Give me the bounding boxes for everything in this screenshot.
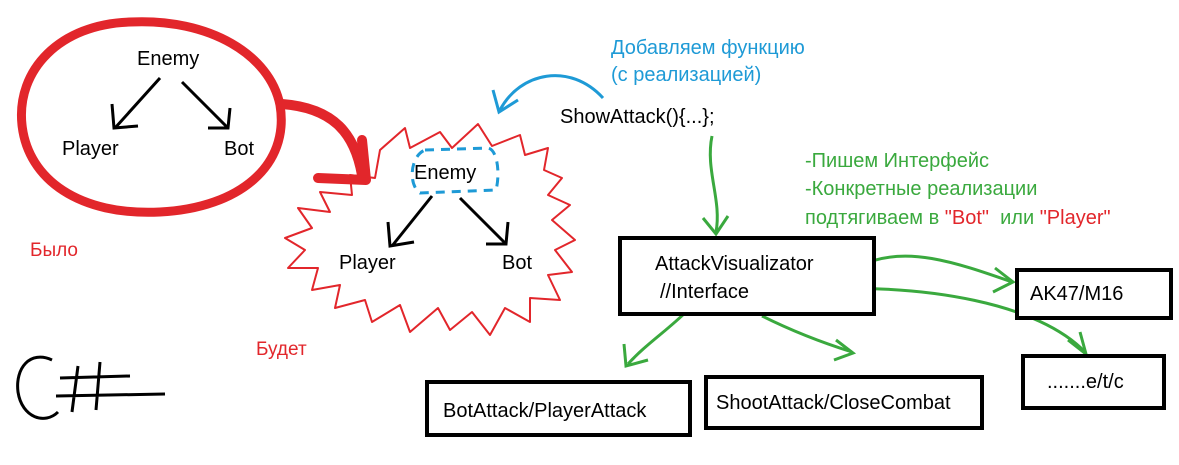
mid-arrow-to-player	[390, 195, 434, 247]
blue-curved-arrow	[498, 74, 605, 111]
blue-annotation-line2: (с реализацией)	[611, 64, 762, 86]
red-splat	[284, 123, 576, 336]
green-arrow-to-shoot	[761, 314, 853, 354]
weapons-label: AK47/M16	[1030, 283, 1124, 305]
caption-was: Было	[30, 240, 78, 261]
mid-enemy-label: Enemy	[414, 162, 477, 184]
csharp-logo-c	[16, 355, 60, 420]
mid-bot-label: Bot	[502, 252, 533, 274]
left-red-circle	[16, 17, 286, 217]
etc-label: .......e/t/c	[1047, 371, 1124, 393]
left-arrowhead-bot	[208, 107, 232, 130]
left-arrow-to-player	[113, 76, 162, 130]
interface-title: AttackVisualizator	[655, 253, 814, 275]
caption-will-be: Будет	[256, 339, 307, 360]
red-transition-arrowhead	[313, 135, 371, 185]
etc-box: .......e/t/c	[1021, 354, 1166, 410]
green-annotation-line2: -Конкретные реализации	[805, 178, 1038, 200]
left-arrowhead-player	[110, 103, 139, 130]
mid-arrow-to-bot	[458, 196, 508, 246]
left-arrow-to-bot	[180, 80, 230, 130]
blue-arrowhead	[491, 89, 519, 115]
green-arrow-to-weapons	[861, 254, 1013, 284]
interface-subtitle: //Interface	[660, 281, 749, 303]
blue-dashed-outline	[410, 146, 500, 195]
csharp-logo-hash	[55, 361, 166, 413]
mid-arrowhead-bot	[486, 221, 510, 246]
green-arrowhead-shoot	[833, 338, 857, 362]
bot-player-attack-label: BotAttack/PlayerAttack	[443, 400, 647, 422]
green-arrow-method-interface	[708, 135, 719, 233]
weapons-box: AK47/M16	[1015, 268, 1173, 320]
green-arrow-to-botattack	[626, 308, 690, 366]
green-annotation-line1: -Пишем Интерфейс	[805, 150, 990, 172]
green-arrowhead-weapons	[992, 266, 1016, 294]
green-annotation-prefix: подтягиваем в	[805, 207, 945, 229]
bot-player-attack-box: BotAttack/PlayerAttack	[425, 380, 692, 437]
interface-box: AttackVisualizator //Interface	[618, 236, 876, 316]
shoot-close-box: ShootAttack/CloseCombat	[704, 375, 984, 430]
green-arrowhead-method-interface	[701, 215, 730, 237]
left-enemy-label: Enemy	[137, 48, 200, 70]
mid-arrowhead-player	[386, 221, 415, 248]
green-annotation-bot: "Bot"	[944, 207, 989, 229]
green-annotation-mid: или	[989, 207, 1040, 229]
method-signature: ShowAttack(){...};	[560, 106, 715, 128]
blue-annotation-line1: Добавляем функцию	[611, 37, 805, 59]
left-bot-label: Bot	[224, 138, 255, 160]
green-arrowhead-botattack	[622, 343, 649, 368]
green-annotation-line3: подтягиваем в "Bot" или "Player"	[805, 206, 1111, 230]
shoot-close-label: ShootAttack/CloseCombat	[716, 392, 951, 414]
red-transition-arrow	[277, 99, 367, 180]
left-player-label: Player	[62, 138, 119, 160]
green-annotation-player: "Player"	[1039, 207, 1111, 229]
mid-player-label: Player	[339, 252, 396, 274]
